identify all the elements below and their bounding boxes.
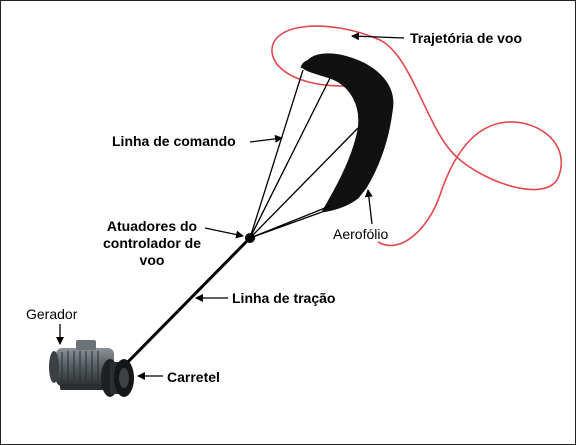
arrow-trajectory bbox=[351, 32, 405, 41]
airfoil-top-edge bbox=[300, 58, 333, 69]
label-actuators-line2: controlador de bbox=[102, 235, 201, 251]
label-actuators-line1: Atuadores do bbox=[106, 218, 198, 234]
reel-drum bbox=[101, 359, 134, 397]
generator-machine bbox=[49, 340, 114, 390]
airfoil-shape bbox=[302, 53, 394, 213]
label-reel: Carretel bbox=[167, 369, 220, 385]
label-generator: Gerador bbox=[26, 306, 78, 322]
traction-line bbox=[116, 236, 252, 374]
label-actuators-line3: voo bbox=[139, 252, 165, 268]
label-trajectory: Trajetória de voo bbox=[410, 30, 523, 46]
flight-trajectory-path bbox=[271, 25, 563, 247]
arrow-command-line bbox=[249, 134, 283, 143]
arrow-actuators bbox=[204, 227, 244, 239]
command-lines bbox=[249, 69, 359, 239]
label-traction-line: Linha de tração bbox=[232, 290, 336, 306]
label-command-line: Linha de comando bbox=[112, 133, 236, 149]
arrow-airfoil bbox=[364, 189, 373, 225]
label-actuators: Atuadores do controlador de voo bbox=[92, 218, 212, 269]
label-airfoil: Aerofólio bbox=[333, 226, 389, 242]
